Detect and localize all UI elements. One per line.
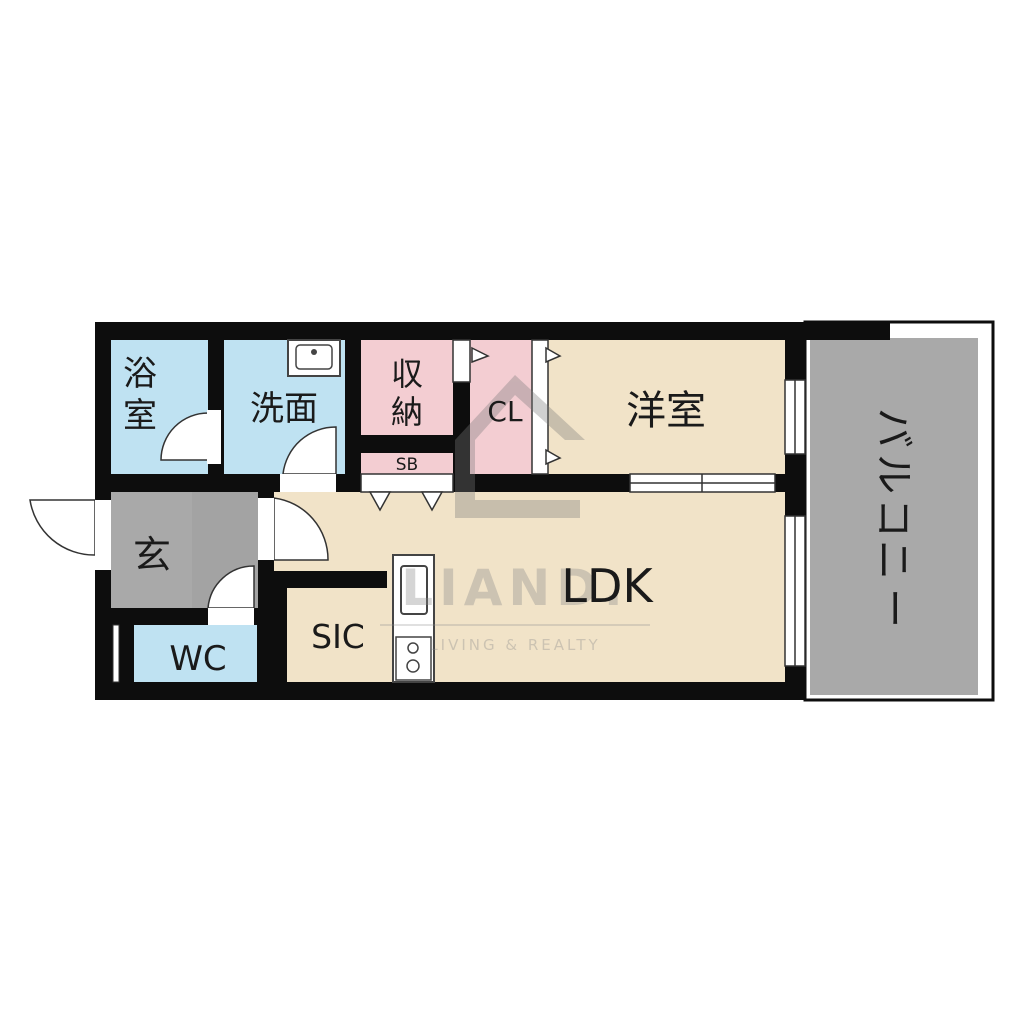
ldk-inner-wall [274,571,387,588]
ldk-door [258,497,329,561]
washroom-label: 洗面 [250,389,318,429]
ldk-label: LDK [561,559,654,613]
bath-label-bottom: 室 [123,396,157,436]
bath-door [160,410,221,464]
closet-label: CL [487,395,523,428]
toilet-door [207,565,255,625]
balcony-label-char: バ [870,408,916,448]
toilet-window [112,624,120,683]
ldk-window [784,515,806,667]
balcony [803,320,995,702]
watermark-brand: LIAND. [401,559,629,617]
closet-door [531,339,562,475]
watermark: LIAND. LIVING & REALTY [380,375,650,654]
bath-label-top: 浴 [123,354,157,394]
watermark-logo-icon [455,375,585,440]
western-room-window [784,379,806,455]
wash-basin [287,339,341,377]
western-room [548,340,785,474]
balcony-corner-wall [805,322,890,340]
storage-room [361,340,453,435]
balcony-label-char: ル [870,454,916,494]
shoe-box-label: SB [396,455,418,475]
storage-door [452,339,490,383]
balcony-label-char: ー [870,588,916,628]
storage-label-bottom: 納 [391,393,423,431]
washroom-door [280,426,337,492]
toilet [134,625,257,682]
western-room-sliding-door [629,473,776,493]
storage-label-top: 収 [391,355,423,393]
entrance-label: 玄 [133,533,171,577]
shoe-box [361,453,453,474]
toilet-label: WC [169,639,226,679]
western-room-label: 洋室 [626,388,706,434]
balcony-label: バ ル コ ニ ー [870,408,916,628]
balcony-label-char: コ [870,498,916,538]
sic-label: SIC [311,617,365,656]
entrance-door [29,499,111,570]
ldk-sic-wall [274,571,287,682]
shoe-box-doors [360,473,454,512]
closet [470,340,532,474]
kitchen-counter [392,554,435,683]
balcony-label-char: ニ [870,540,916,580]
watermark-tagline: LIVING & REALTY [429,636,600,654]
